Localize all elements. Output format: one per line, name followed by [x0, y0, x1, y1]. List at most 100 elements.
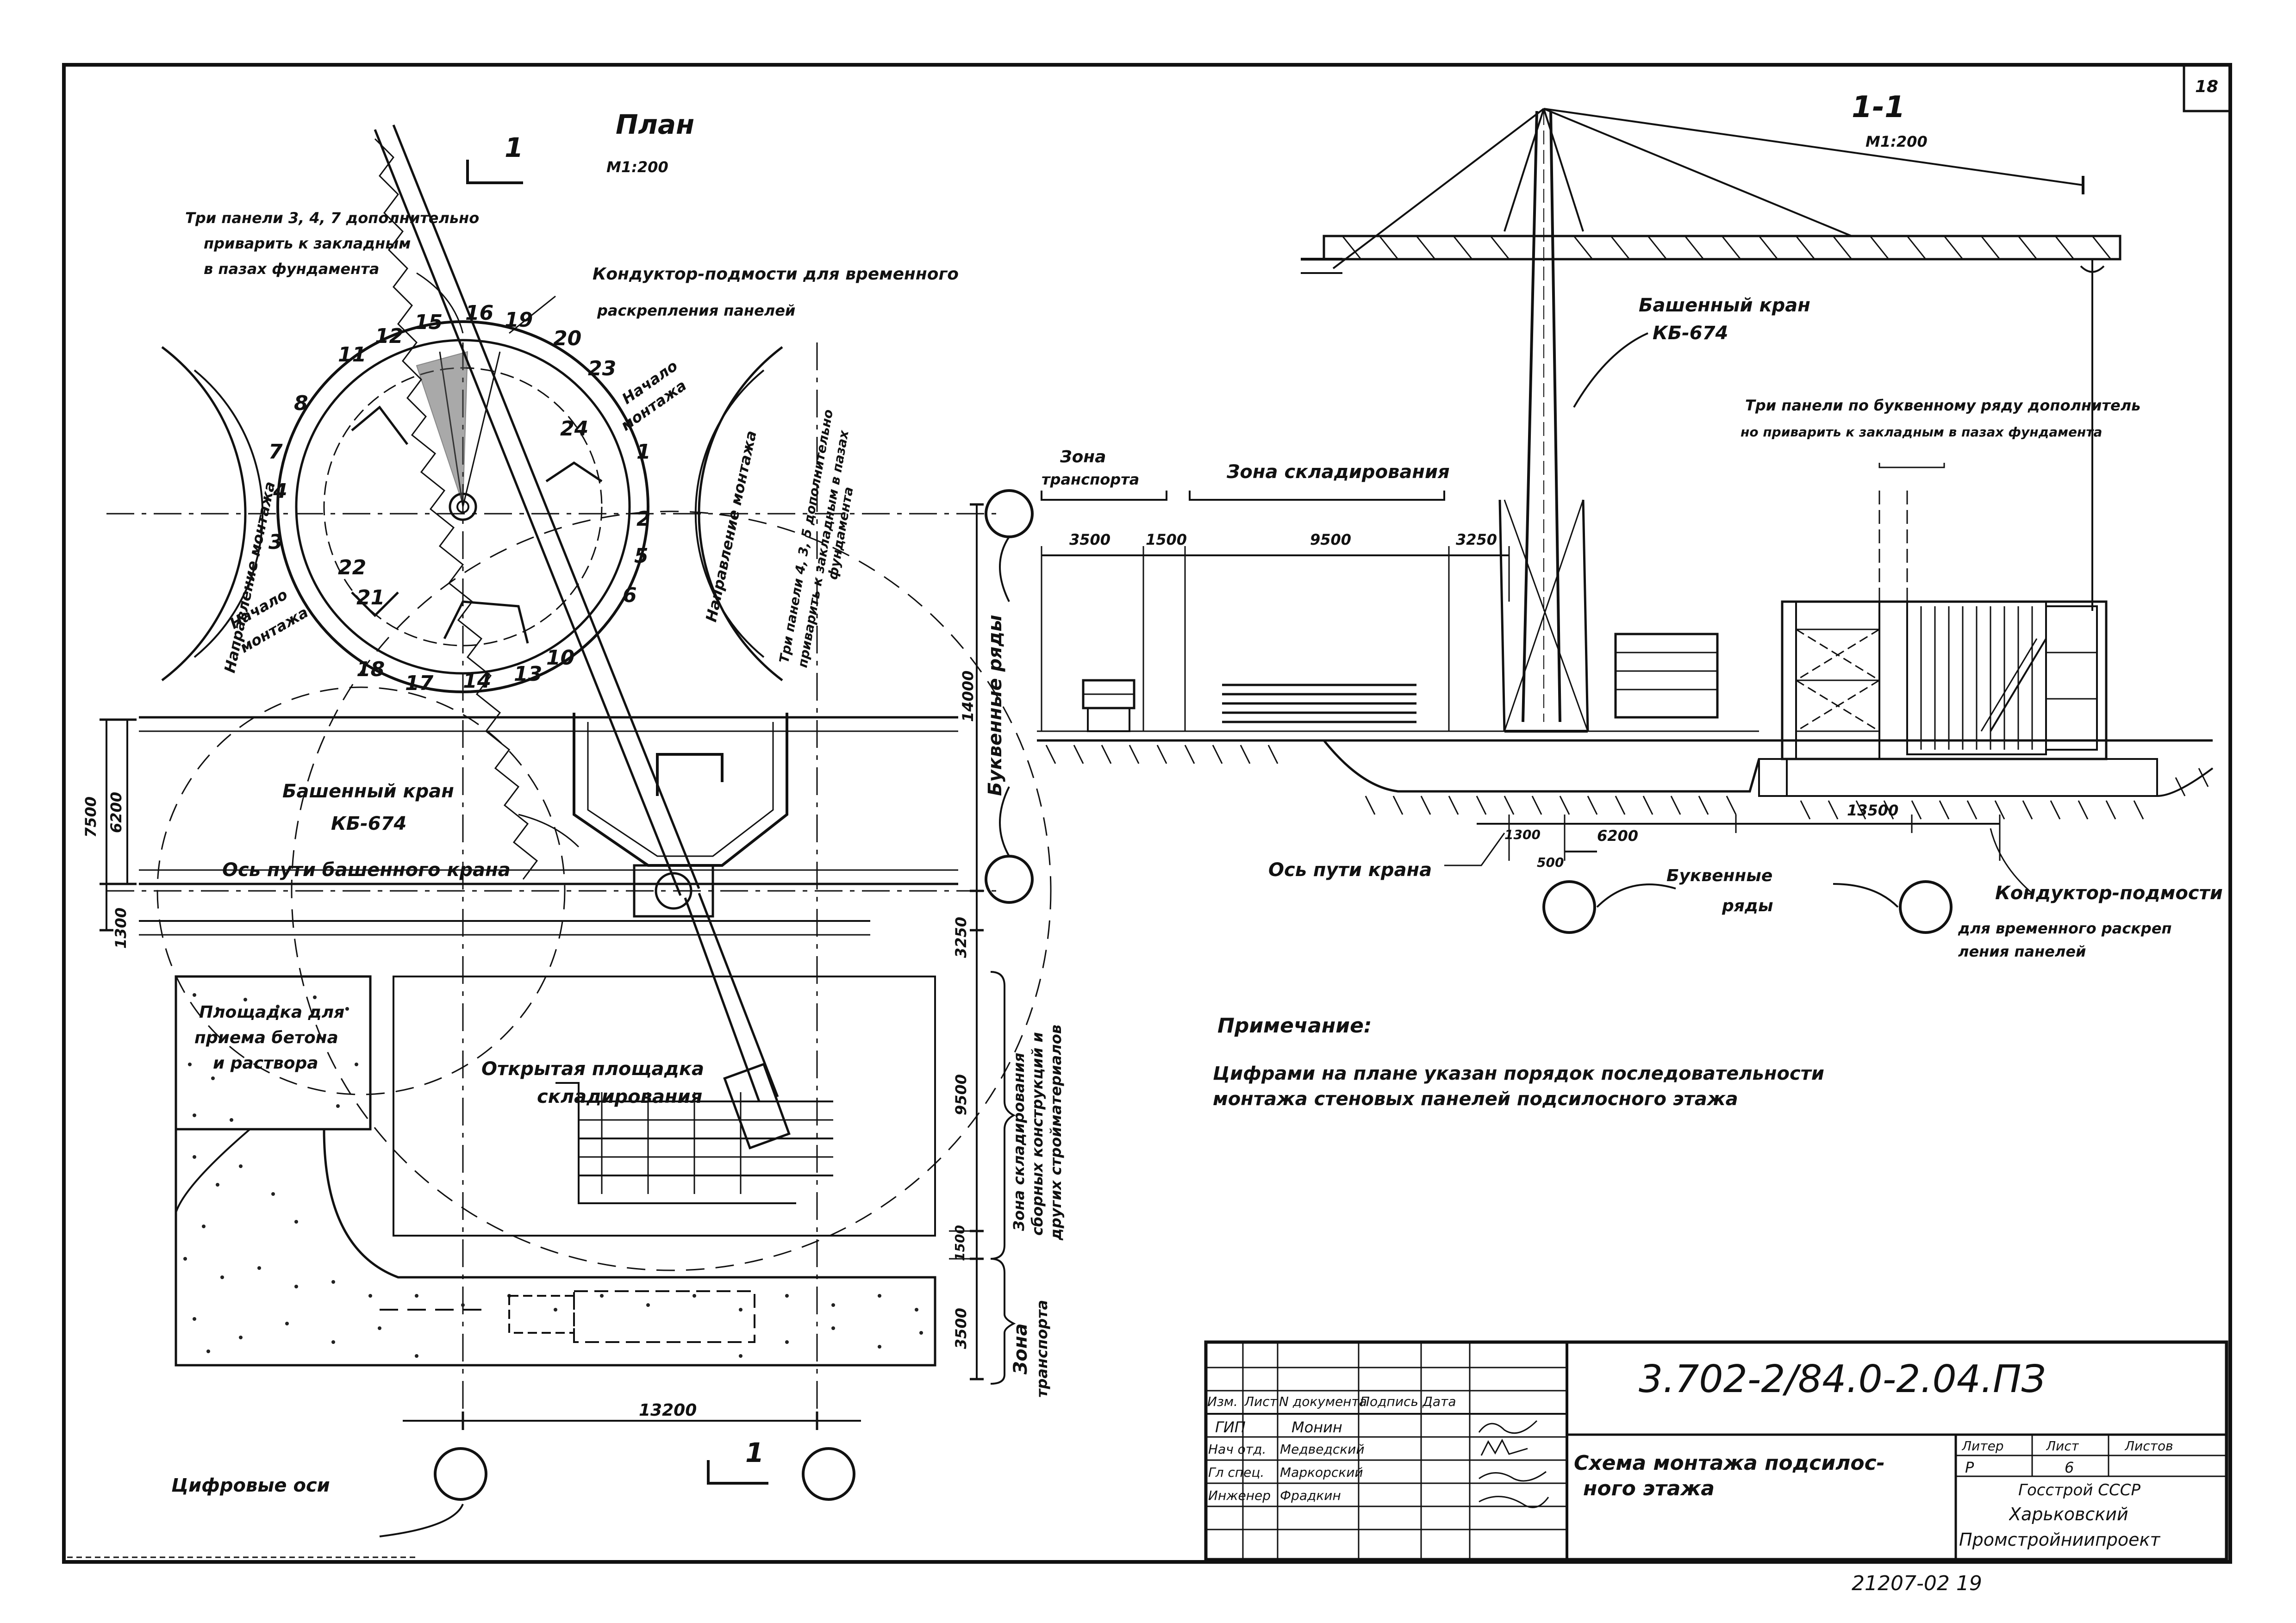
dim-14000: 14000	[959, 670, 977, 722]
section-dim-9500: 9500	[1310, 531, 1352, 548]
section-dim-6200: 6200	[1597, 827, 1639, 845]
dim-1300: 1300	[112, 907, 130, 949]
tb-row-role-1: ГИП	[1215, 1418, 1246, 1436]
panel-number-21: 21	[356, 586, 385, 609]
section-dim-3500: 3500	[1069, 531, 1111, 548]
tb-row-role-4: Инженер	[1208, 1488, 1271, 1503]
panel-number-14: 14	[463, 669, 492, 693]
section-conductor-1: Кондуктор-подмости	[1995, 883, 2223, 904]
panel-number-22: 22	[338, 556, 367, 579]
panel-number-16: 16	[465, 301, 494, 325]
plan-zone-storage-2: сборных конструкций и	[1029, 1032, 1046, 1236]
panel-number-23: 23	[588, 357, 617, 380]
note-line-2: монтажа стеновых панелей подсилосного эт…	[1213, 1088, 1738, 1110]
section-dim-13500: 13500	[1847, 802, 1899, 819]
note-line-1: Цифрами на плане указан порядок последов…	[1213, 1063, 1824, 1084]
panel-number-20: 20	[553, 327, 582, 350]
section-letter-rows-2: ряды	[1722, 896, 1773, 915]
tb-row-name-3: Маркорский	[1280, 1465, 1363, 1480]
section-dim-1300: 1300	[1504, 827, 1541, 842]
dim-7500: 7500	[82, 796, 100, 838]
panel-number-17: 17	[405, 672, 434, 695]
section-zone-transport-2: транспорта	[1042, 471, 1140, 488]
inventory-number: 21207-02 19	[1852, 1572, 1982, 1595]
section-dim-3250: 3250	[1456, 531, 1497, 548]
sheet-number: 18	[2195, 77, 2219, 96]
section-zone-transport-1: Зона	[1060, 448, 1106, 466]
tb-row-role-2: Нач отд.	[1208, 1442, 1267, 1457]
conductor-label-2: раскрепления панелей	[597, 302, 796, 319]
panel-number-12: 12	[375, 324, 404, 348]
panel-number-6: 6	[623, 584, 637, 607]
tb-sheets-header: Листов	[2125, 1438, 2173, 1454]
section-note-panels-1: Три панели по буквенному ряду дополнител…	[1745, 397, 2141, 414]
dim-13200: 13200	[639, 1401, 697, 1420]
doc-code: 3.702-2/84.0-2.04.ПЗ	[1639, 1357, 2046, 1401]
crane-mast-left	[1522, 111, 1538, 722]
silo-outer	[276, 320, 649, 693]
storage-area-1: Открытая площадка	[481, 1058, 704, 1080]
tb-sheet-value: 6	[2065, 1459, 2074, 1476]
tb-row-name-2: Медведский	[1280, 1442, 1365, 1457]
section-conductor-2: для временного раскреп	[1958, 920, 2172, 937]
tb-org-1: Госстрой СССР	[2018, 1481, 2140, 1499]
note-panels-347-2: приварить к закладным	[204, 235, 411, 252]
tb-stage-header: Литер	[1962, 1438, 2004, 1454]
dim-9500: 9500	[952, 1074, 970, 1115]
tb-header-sign: Подпись	[1360, 1394, 1418, 1409]
concrete-area-2: приема бетона	[194, 1028, 338, 1047]
panel-number-8: 8	[294, 392, 308, 415]
section-crane-label-2: КБ-674	[1653, 323, 1728, 344]
tb-row-name-4: Фрадкин	[1280, 1488, 1341, 1503]
tb-org-3: Промстройниипроект	[1959, 1530, 2160, 1550]
tb-stage-value: Р	[1965, 1459, 1974, 1476]
dim-3500: 3500	[952, 1307, 970, 1349]
section-mark-bottom: 1	[745, 1437, 764, 1468]
panel-number-3: 3	[268, 530, 283, 554]
note-panels-347-1: Три панели 3, 4, 7 дополнительно	[185, 209, 480, 227]
section-zone-storage: Зона складирования	[1227, 461, 1450, 483]
tb-org-2: Харьковский	[2009, 1504, 2128, 1524]
note-title: Примечание:	[1217, 1014, 1372, 1038]
panel-number-7: 7	[268, 440, 283, 464]
section-letter-rows-1: Буквенные	[1666, 866, 1773, 885]
dim-1500: 1500	[952, 1225, 967, 1261]
plan-letter-rows: Буквенные ряды	[985, 615, 1006, 796]
concrete-area-3: и раствора	[213, 1054, 318, 1073]
section-dim-1500: 1500	[1146, 531, 1187, 548]
plan-title: План	[616, 109, 695, 140]
panel-number-10: 10	[546, 646, 575, 670]
panel-number-1: 1	[636, 440, 651, 464]
note-panels-347-3: в пазах фундамента	[204, 260, 380, 278]
storage-area-2: складирования	[537, 1086, 703, 1107]
sheet-frame	[62, 63, 2232, 1564]
section-scale: М1:200	[1866, 133, 1928, 150]
panel-number-19: 19	[505, 308, 533, 332]
panel-number-13: 13	[514, 662, 543, 686]
tb-row-name-1: Монин	[1292, 1418, 1342, 1436]
title-block-frame	[1204, 1340, 2228, 1561]
concrete-area-1: Площадка для	[199, 1003, 345, 1022]
sheet-title-2: ного этажа	[1583, 1477, 1715, 1500]
panel-number-5: 5	[634, 544, 649, 568]
panel-number-2: 2	[636, 507, 651, 531]
section-dim-500: 500	[1537, 855, 1564, 870]
section-conductor-3: ления панелей	[1958, 943, 2086, 960]
section-title: 1-1	[1852, 90, 1905, 124]
sheet-number-box	[2183, 63, 2232, 112]
panel-number-15: 15	[414, 311, 443, 334]
plan-zone-storage-3: других стройматериалов	[1047, 1025, 1065, 1240]
section-mark-top: 1	[505, 132, 524, 163]
panel-number-18: 18	[356, 658, 385, 681]
panel-number-4: 4	[273, 479, 287, 503]
concrete-area-outline	[175, 975, 936, 1367]
plan-crane-axis: Ось пути башенного крана	[222, 859, 511, 881]
plan-crane-label-2: КБ-674	[331, 813, 407, 834]
plan-digit-axes: Цифровые оси	[171, 1475, 330, 1496]
tb-header-izm: Изм.	[1207, 1394, 1238, 1409]
panel-number-24: 24	[560, 417, 589, 441]
tb-sheet-header: Лист	[2046, 1438, 2079, 1454]
dim-3250: 3250	[952, 916, 970, 958]
section-note-panels-2: но приварить к закладным в пазах фундаме…	[1741, 424, 2103, 440]
